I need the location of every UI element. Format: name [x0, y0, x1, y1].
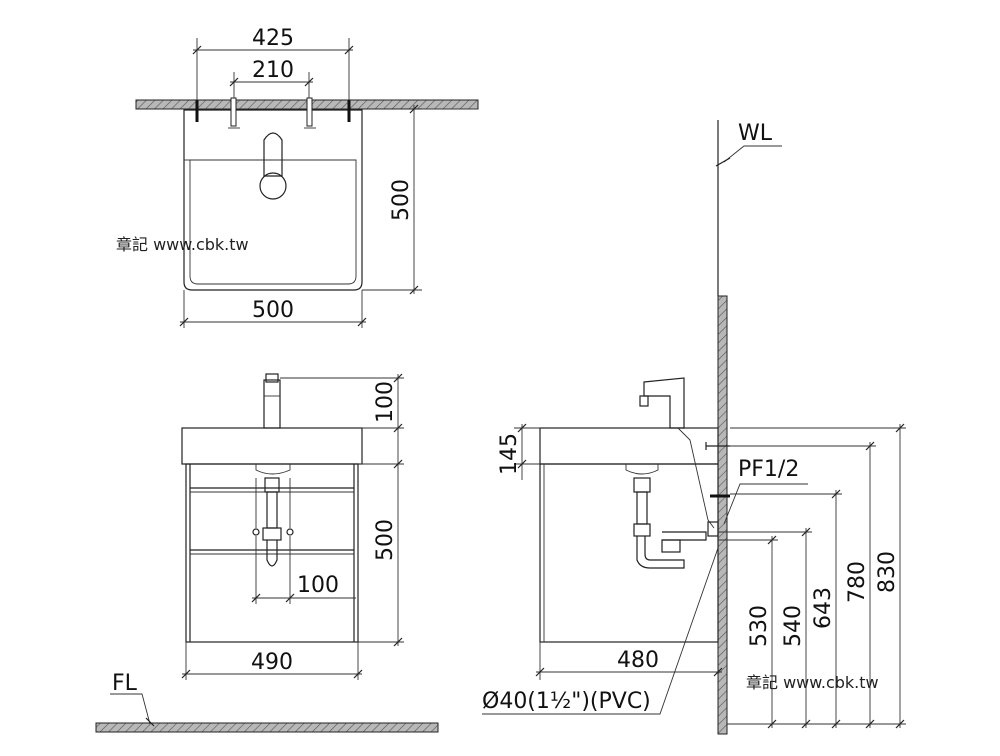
side-p-trap — [636, 536, 685, 569]
side-drain-connector — [662, 531, 707, 541]
dim-label-cabinet-height: 500 — [373, 519, 398, 561]
water-inlet-label: PF1/2 — [738, 457, 799, 482]
dim-label-h780: 780 — [845, 561, 870, 603]
dim-label-faucet-height: 100 — [373, 381, 398, 423]
wall-line-label: WL — [738, 121, 773, 146]
dim-label-top-depth: 500 — [389, 179, 414, 221]
side-faucet — [643, 377, 685, 429]
drain-pipe-label: Ø40(1½")(PVC) — [482, 689, 651, 714]
side-drain-bowl — [625, 464, 659, 475]
front-drain-bowl — [255, 464, 291, 475]
dim-label-side-depth: 480 — [617, 648, 659, 673]
top-basin-outline — [183, 109, 363, 291]
side-wall-section — [717, 295, 728, 735]
dim-label-h530: 530 — [747, 605, 772, 647]
front-cabinet — [185, 463, 359, 643]
side-supply-hose — [677, 427, 715, 529]
dim-label-425: 425 — [252, 26, 294, 51]
front-faucet-body — [263, 379, 281, 429]
dim-label-side-basin-thickness: 145 — [497, 433, 522, 475]
dim-label-h830: 830 — [875, 551, 900, 593]
dim-label-210: 210 — [252, 58, 294, 83]
front-p-trap — [266, 540, 278, 567]
front-drain-pipe — [264, 477, 280, 493]
watermark-bottom-right: 章記 www.cbk.tw — [746, 673, 879, 692]
top-bolt-left — [230, 97, 237, 127]
side-view: WL 145 480 — [482, 120, 906, 735]
dim-label-top-width: 500 — [252, 298, 294, 323]
watermark-top-left: 章記 www.cbk.tw — [116, 235, 249, 254]
side-cabinet — [539, 463, 719, 643]
top-view: 425 210 500 500 — [135, 26, 479, 328]
front-basin — [181, 427, 363, 465]
floor-section — [95, 722, 439, 733]
dim-label-h540: 540 — [781, 605, 806, 647]
top-basin-bowl — [189, 159, 357, 285]
top-bolt-right — [306, 97, 313, 127]
floor-line-label: FL — [112, 671, 138, 696]
dim-label-h643: 643 — [811, 587, 836, 629]
top-faucet-spout — [263, 132, 283, 177]
front-view: 100 100 500 490 — [181, 373, 404, 680]
top-drain-ring — [259, 172, 287, 200]
dim-label-front-width: 490 — [251, 650, 293, 675]
dim-label-drain-offset: 100 — [297, 573, 339, 598]
